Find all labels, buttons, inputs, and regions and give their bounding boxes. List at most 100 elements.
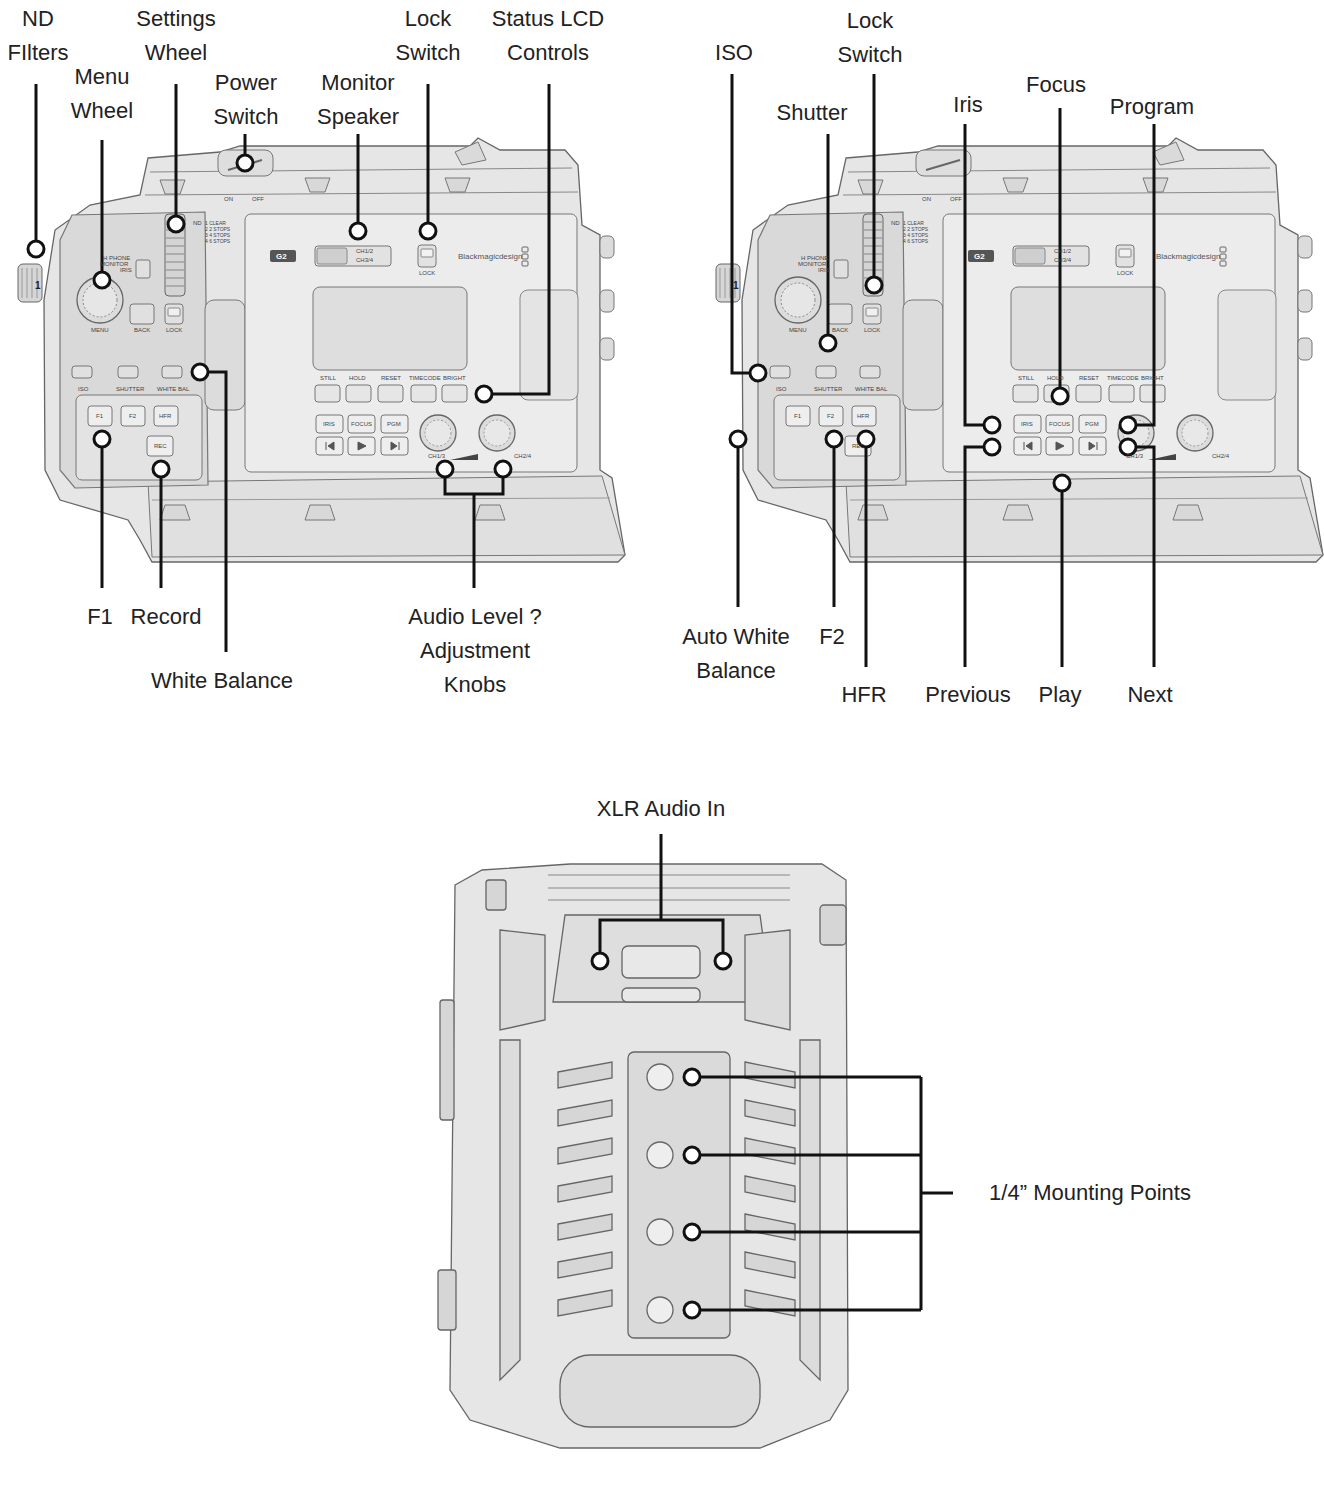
panel-marking: 2 2 STOPS [205,226,230,232]
panel-marking: SHUTTER [116,386,144,393]
panel-marking: HFR [159,413,171,420]
callout-label: Shutter [762,96,862,130]
panel-marking: 3 4 STOPS [205,232,230,238]
callout-label: Play [1025,678,1095,712]
panel-marking: REC [852,443,865,450]
panel-marking: CH1/2 [356,248,373,255]
panel-marking: BACK [134,327,150,334]
panel-marking: Blackmagicdesign [1156,252,1220,261]
callout-label: White Balance [122,664,322,698]
callout-label: 1/4” Mounting Points [960,1176,1220,1210]
panel-marking: STILL [1018,375,1034,382]
callout-label: Power Switch [196,66,296,134]
panel-marking: ND [193,220,202,227]
callout-label: Record [121,600,211,634]
callout-label: Status LCD Controls [478,2,618,70]
callout-label: Program [1097,90,1207,124]
panel-marking: TIMECODE [409,375,441,382]
callout-label: HFR [829,678,899,712]
panel-marking: BRIGHT [443,375,466,382]
panel-marking: BACK [832,327,848,334]
panel-marking: RESET [381,375,401,382]
panel-marking: H PHONE [103,255,130,262]
panel-marking: HFR [857,413,869,420]
panel-marking: FOCUS [1049,421,1070,428]
panel-marking: F2 [827,413,834,420]
panel-marking: REC [154,443,167,450]
panel-marking: 1 [733,280,739,291]
panel-marking: IRIS [818,267,830,274]
callout-label: Lock Switch [825,4,915,72]
panel-marking: MONITOR [100,261,128,268]
panel-marking: LOCK [1117,270,1133,277]
panel-marking: CH3/4 [1054,257,1071,264]
panel-marking: OFF [950,196,962,203]
callout-label: Monitor Speaker [303,66,413,134]
panel-marking: ND [891,220,900,227]
panel-marking: SHUTTER [814,386,842,393]
panel-marking: TIMECODE [1107,375,1139,382]
panel-marking: 1 CLEAR [205,220,226,226]
panel-marking: 4 6 STOPS [205,238,230,244]
panel-marking: RESET [1079,375,1099,382]
panel-marking: PGM [1085,421,1099,428]
panel-marking: LOCK [166,327,182,334]
callout-label: Next [1115,678,1185,712]
callout-label: F2 [802,620,862,654]
panel-marking: WHITE BAL [855,386,887,393]
panel-marking: CH3/4 [356,257,373,264]
callout-markers [28,155,1136,1318]
panel-marking: ISO [78,386,88,393]
panel-marking: HOLD [1047,375,1064,382]
callout-label: Previous [913,678,1023,712]
panel-marking: ISO [776,386,786,393]
callout-label: Menu Wheel [57,60,147,128]
panel-marking: F1 [96,413,103,420]
panel-marking: WHITE BAL [157,386,189,393]
leader-lines [36,74,1154,1310]
panel-marking: STILL [320,375,336,382]
callout-label: XLR Audio In [561,792,761,826]
panel-marking: H PHONE [801,255,828,262]
panel-marking: CH2/4 [1212,453,1229,460]
panel-marking: PGM [387,421,401,428]
panel-marking: ON [922,196,931,203]
panel-marking: 3 4 STOPS [903,232,928,238]
panel-marking: FOCUS [351,421,372,428]
panel-marking: LOCK [864,327,880,334]
panel-marking: G2 [276,252,287,261]
panel-marking: 1 CLEAR [903,220,924,226]
panel-marking: 1 [35,280,41,291]
panel-marking: LOCK [419,270,435,277]
callout-label: Auto White Balance [666,620,806,688]
panel-marking: CH2/4 [514,453,531,460]
panel-marking: 4 6 STOPS [903,238,928,244]
callout-label: Lock Switch [383,2,473,70]
callout-label: Focus [1016,68,1096,102]
panel-marking: F2 [129,413,136,420]
panel-marking: Blackmagicdesign [458,252,522,261]
panel-marking: CH1/2 [1054,248,1071,255]
panel-marking: BRIGHT [1141,375,1164,382]
panel-marking: 2 2 STOPS [903,226,928,232]
panel-marking: MENU [789,327,807,334]
panel-marking: F1 [794,413,801,420]
callout-label: ISO [704,36,764,70]
callout-label: F1 [70,600,130,634]
panel-marking: MONITOR [798,261,826,268]
panel-marking: G2 [974,252,985,261]
callout-label: ND FIlters [0,2,76,70]
panel-marking: CH1/3 [1126,453,1143,460]
panel-marking: CH1/3 [428,453,445,460]
panel-marking: IRIS [1021,421,1033,428]
panel-marking: MENU [91,327,109,334]
panel-marking: OFF [252,196,264,203]
callout-label: Settings Wheel [121,2,231,70]
callout-label: Iris [938,88,998,122]
panel-marking: IRIS [323,421,335,428]
panel-marking: HOLD [349,375,366,382]
panel-marking: IRIS [120,267,132,274]
panel-marking: ON [224,196,233,203]
callout-label: Audio Level ? Adjustment Knobs [390,600,560,702]
